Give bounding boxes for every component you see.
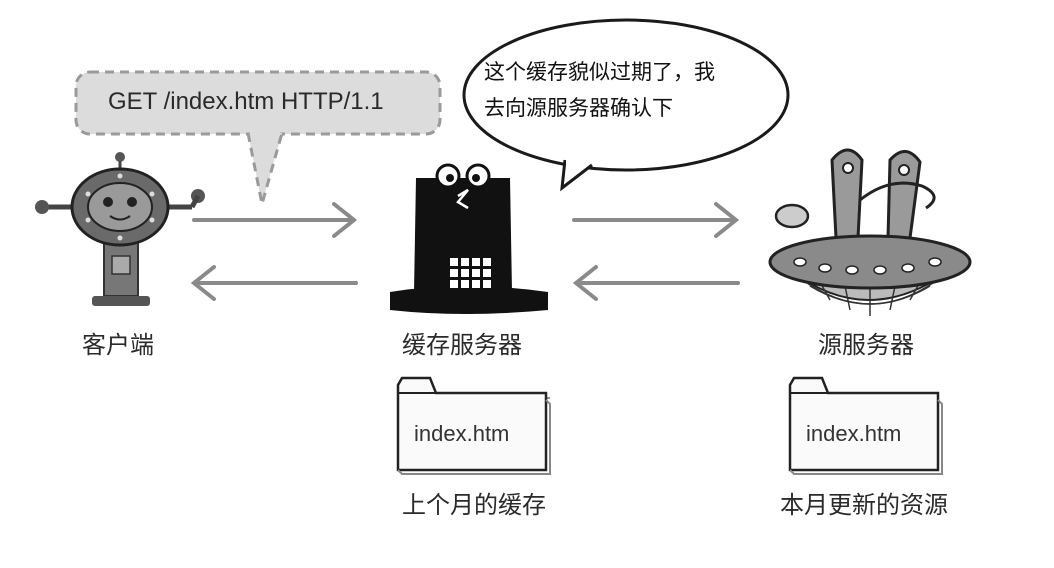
client-label: 客户端 bbox=[82, 331, 154, 359]
origin-server-icon bbox=[768, 148, 972, 316]
speech-bubble bbox=[462, 18, 790, 192]
arrow-origin-to-cache bbox=[572, 265, 740, 301]
request-line-text: GET /index.htm HTTP/1.1 bbox=[108, 88, 384, 115]
arrow-client-to-cache bbox=[192, 202, 358, 238]
origin-file-folder-icon bbox=[788, 376, 943, 475]
speech-line-2: 去向源服务器确认下 bbox=[484, 96, 673, 120]
client-robot-icon bbox=[35, 152, 205, 306]
origin-file-caption: 本月更新的资源 bbox=[780, 491, 948, 519]
request-bubble bbox=[74, 70, 442, 205]
origin-server-label: 源服务器 bbox=[818, 331, 914, 359]
arrow-cache-to-client bbox=[190, 265, 358, 301]
cache-server-icon bbox=[390, 163, 548, 314]
cache-file-folder-icon bbox=[396, 376, 551, 475]
speech-line-1: 这个缓存貌似过期了，我 bbox=[484, 60, 715, 84]
origin-file-name: index.htm bbox=[806, 421, 902, 446]
cache-file-caption: 上个月的缓存 bbox=[402, 491, 546, 519]
cache-file-name: index.htm bbox=[414, 421, 510, 446]
arrow-cache-to-origin bbox=[572, 202, 740, 238]
cache-server-label: 缓存服务器 bbox=[402, 331, 522, 359]
